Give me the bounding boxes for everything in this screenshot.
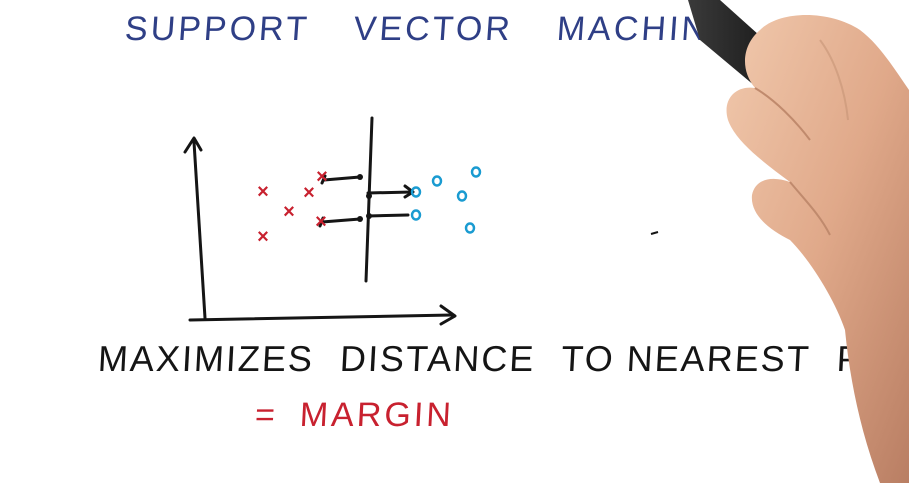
class-o-points xyxy=(410,166,482,234)
margin-arrows xyxy=(318,174,415,228)
o-point xyxy=(470,166,482,178)
axes xyxy=(183,136,457,326)
x-axis-arrow xyxy=(439,304,457,326)
margin-arrow-right-lower xyxy=(366,213,410,218)
x-axis xyxy=(188,313,454,322)
x-point: × xyxy=(257,226,269,248)
class-x-points: × × × × × × xyxy=(257,166,328,248)
o-point xyxy=(410,209,422,221)
x-point: × xyxy=(257,181,269,203)
margin-arrow-left-lower xyxy=(320,217,362,224)
x-point: × xyxy=(303,182,315,204)
hand xyxy=(726,15,909,483)
margin-arrow-left-upper xyxy=(322,175,362,182)
o-point xyxy=(456,190,468,202)
o-point xyxy=(464,222,476,234)
y-axis-arrow xyxy=(183,136,203,154)
stray-mark xyxy=(650,231,659,235)
margin-arrow-dots xyxy=(357,174,372,222)
x-point: × xyxy=(316,166,328,188)
o-point xyxy=(431,175,443,187)
decision-boundary-line xyxy=(364,116,374,283)
y-axis xyxy=(192,140,207,320)
x-point: × xyxy=(283,201,295,223)
o-point xyxy=(410,186,422,198)
x-point: × xyxy=(315,211,327,233)
margin-arrow-right-upper xyxy=(366,190,414,195)
